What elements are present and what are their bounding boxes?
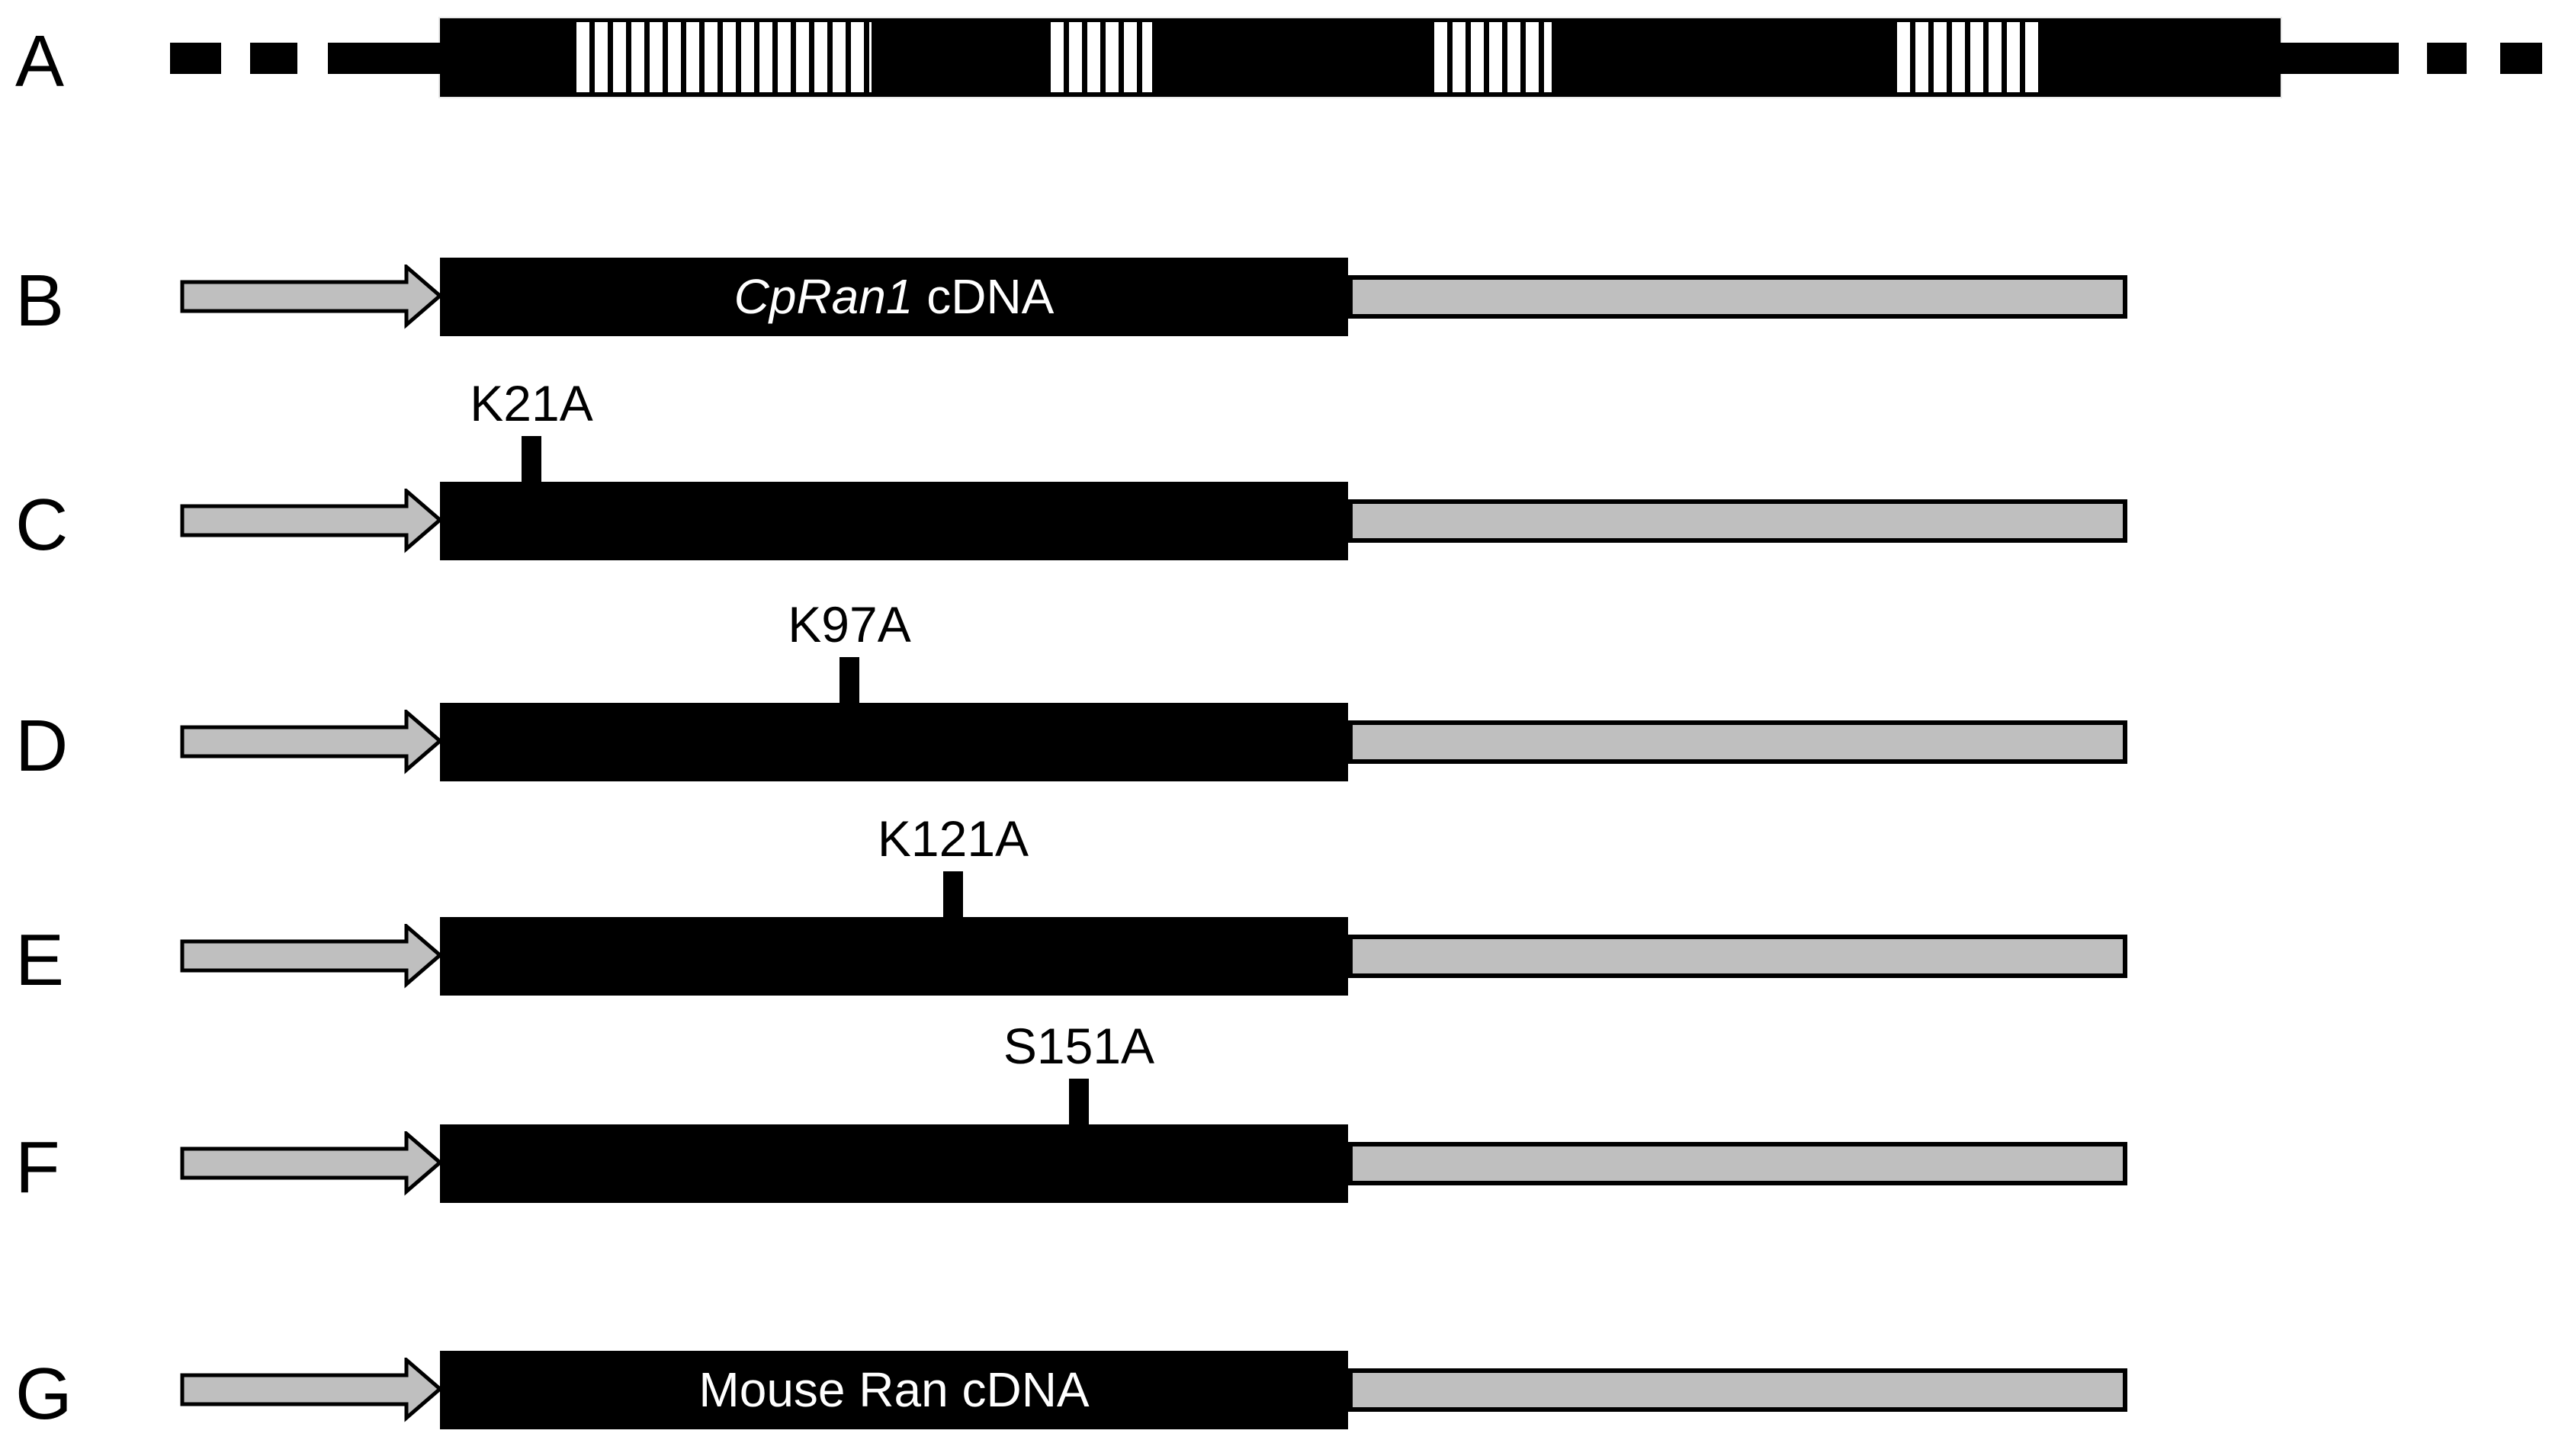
mutation-tick-s151a [1069, 1079, 1089, 1126]
panel-label-b: B [15, 260, 65, 342]
panel-label-c: C [15, 484, 69, 566]
promoter-arrow-d [180, 710, 442, 775]
genomic-dash-right-1 [2427, 43, 2467, 74]
promoter-arrow-f [180, 1131, 442, 1196]
panel-label-g: G [15, 1353, 72, 1435]
promoter-arrow-e [180, 924, 442, 989]
cdna-bar-c [440, 482, 1348, 560]
panel-label-a: A [15, 21, 65, 102]
exon-stripe-block-1 [571, 22, 872, 92]
terminator-bar-f [1348, 1142, 2127, 1185]
genomic-dash-right-2 [2500, 43, 2542, 74]
exon-stripe-block-2 [1045, 22, 1152, 92]
cdna-bar-g: Mouse Ran cDNA [440, 1351, 1348, 1429]
terminator-bar-c [1348, 499, 2127, 543]
mutation-tick-k97a [840, 657, 859, 704]
cdna-bar-e [440, 917, 1348, 996]
cdna-bar-b-label: CpRan1 cDNA [734, 269, 1055, 324]
mutation-label-k21a: K21A [470, 375, 593, 431]
cdna-bar-g-label: Mouse Ran cDNA [698, 1362, 1090, 1417]
mutation-label-k97a: K97A [788, 596, 911, 653]
genomic-dash-left-1 [170, 43, 221, 74]
exon-stripe-block-3 [1429, 22, 1552, 92]
terminator-bar-d [1348, 720, 2127, 764]
cdna-bar-b: CpRan1 cDNA [440, 258, 1348, 336]
mutation-label-s151a: S151A [1003, 1018, 1155, 1074]
genomic-line-right [2281, 43, 2399, 74]
cdna-bar-d [440, 703, 1348, 781]
terminator-bar-e [1348, 935, 2127, 978]
cdna-bar-f [440, 1124, 1348, 1203]
promoter-arrow-c [180, 489, 442, 553]
terminator-bar-g [1348, 1368, 2127, 1412]
promoter-arrow-g [180, 1358, 442, 1422]
mutation-tick-k121a [943, 871, 963, 919]
mutation-tick-k21a [522, 436, 541, 483]
terminator-bar-b [1348, 275, 2127, 319]
panel-label-e: E [15, 919, 65, 1001]
mutation-label-k121a: K121A [877, 810, 1029, 867]
panel-label-d: D [15, 705, 69, 787]
promoter-arrow-b [180, 265, 442, 329]
exon-stripe-block-4 [1892, 22, 2043, 92]
genomic-dna-bar [440, 18, 2281, 97]
genomic-line-left [328, 43, 440, 74]
panel-label-f: F [15, 1127, 60, 1208]
genomic-dash-left-2 [250, 43, 297, 74]
